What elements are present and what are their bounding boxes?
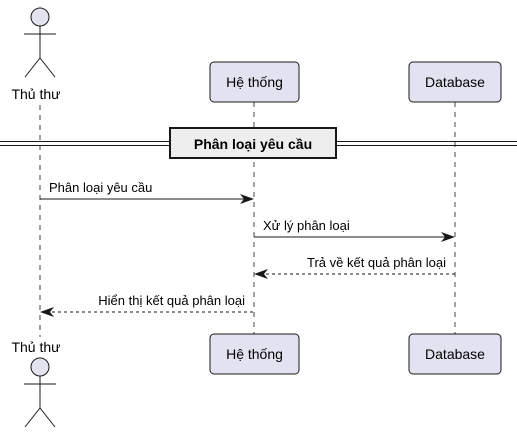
actor-top-label: Thủ thư xyxy=(11,86,60,102)
message-1-label: Phân loại yêu cầu xyxy=(49,180,152,195)
actor-top-icon xyxy=(24,7,56,78)
separator-box xyxy=(169,127,337,159)
message-1-arrowhead xyxy=(240,194,254,204)
participant-system-bottom xyxy=(209,333,300,375)
separator-label: Phân loại yêu cầu xyxy=(194,136,312,152)
message-4-label: Hiển thị kết quả phân loại xyxy=(98,293,245,308)
participant-system-top xyxy=(209,61,300,103)
actor-bottom-label: Thủ thư xyxy=(11,339,60,355)
participant-database-bottom-label: Database xyxy=(425,346,485,362)
actor-bottom-icon xyxy=(24,357,56,428)
message-4-arrowhead xyxy=(40,307,54,317)
participant-database-top xyxy=(408,61,502,103)
message-3-label: Trả về kết quả phân loại xyxy=(307,255,446,270)
participant-system-bottom-label: Hệ thống xyxy=(226,346,283,362)
participant-system-top-label: Hệ thống xyxy=(226,74,283,90)
participant-database-bottom xyxy=(408,333,502,375)
message-3-arrowhead xyxy=(254,269,268,279)
participant-database-top-label: Database xyxy=(425,74,485,90)
message-2-arrowhead xyxy=(441,232,455,242)
message-2-label: Xử lý phân loại xyxy=(263,218,350,233)
